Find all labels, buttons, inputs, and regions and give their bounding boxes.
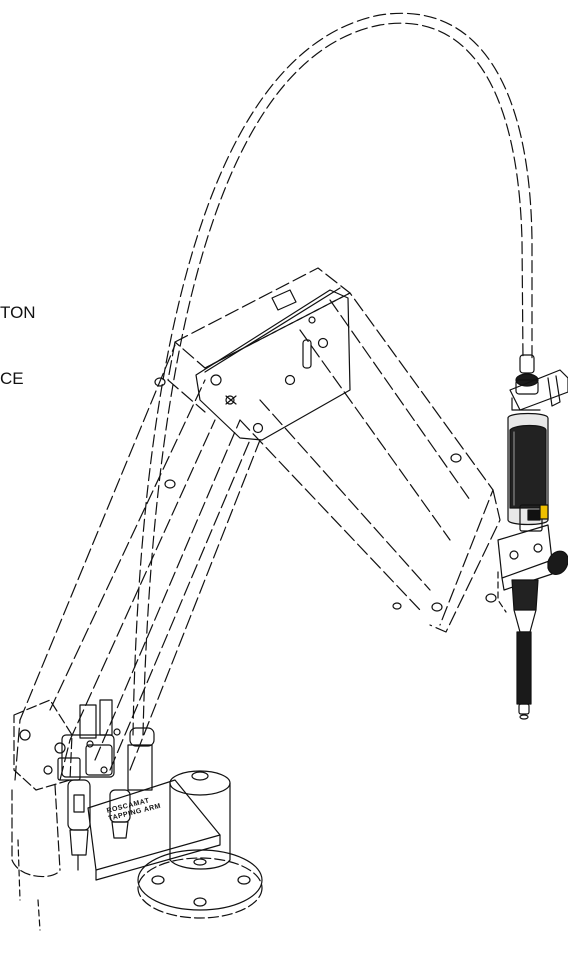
callout-line-2: CE: [0, 369, 24, 388]
mounting-column: [169, 770, 231, 870]
lower-arm-side-bolts: [154, 377, 497, 612]
tapping-head: [497, 354, 568, 720]
lower-arm: [14, 344, 261, 781]
partial-callout-text: TON CE: [0, 258, 36, 412]
base-pivot: [11, 699, 73, 931]
air-hose: [132, 12, 533, 736]
mounting-flange: [137, 849, 263, 919]
callout-line-1: TON: [0, 303, 36, 322]
upper-arm: [167, 267, 501, 633]
base-beam: [87, 779, 221, 881]
upper-arm-head-plate: [195, 287, 351, 441]
upper-arm-top-bracket: [271, 289, 297, 311]
frl-unit: [57, 699, 155, 871]
